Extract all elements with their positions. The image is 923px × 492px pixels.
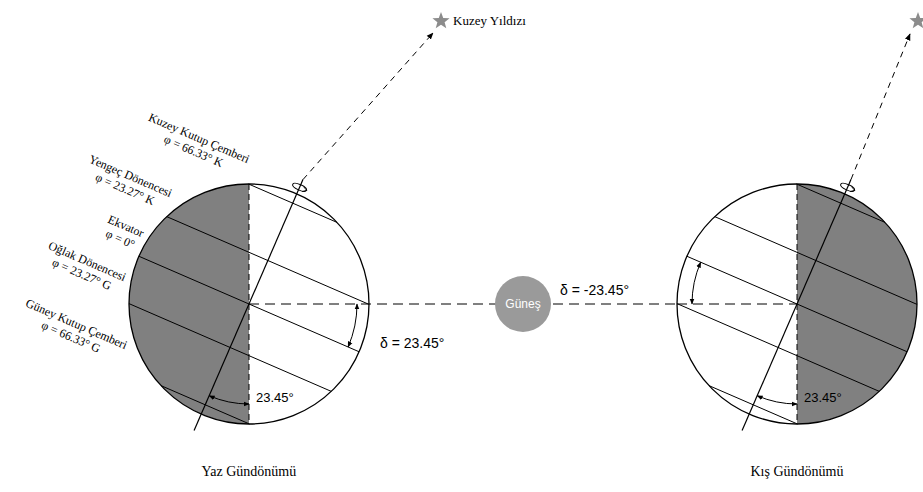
rotation-axis: [742, 180, 851, 431]
angle-label: 23.45°: [256, 390, 294, 405]
angle-label: δ = -23.45°: [560, 282, 629, 298]
sun-ray: [249, 304, 369, 305]
angle-label: 23.45°: [804, 390, 842, 405]
angle-arc: [348, 304, 357, 347]
rotation-axis: [194, 180, 303, 431]
angle-label: δ = -23.45°: [560, 282, 629, 298]
sun-fill: [495, 276, 551, 332]
rotation-arrow: [302, 187, 307, 192]
angle-label: δ = 23.45°: [380, 335, 444, 351]
rotation-arrow: [850, 187, 855, 192]
latitude-label: Oğlak Dönencesiφ = 23.27° G: [41, 238, 128, 297]
rotation-marker: [292, 182, 308, 193]
star-name: Kuzey Yıldızı: [453, 13, 526, 29]
angle-label: δ = 23.45°: [380, 335, 444, 351]
solstice-caption: Yaz Gündönümü: [202, 464, 297, 480]
latitude-label: Ekvatorφ = 0°: [100, 212, 146, 253]
latitude-label: Kuzey Kutup Çemberiφ = 66.33° K: [141, 110, 252, 179]
angle-label: 23.45°: [256, 390, 294, 405]
earth-night-half: [129, 184, 249, 424]
earth-night-half: [797, 184, 917, 424]
angle-label: 23.45°: [804, 390, 842, 405]
sun-ray: [677, 304, 797, 305]
polaris-direction: [851, 34, 910, 180]
sun-label: Güneş: [505, 297, 540, 311]
sun-circle: Güneş: [495, 276, 551, 332]
rotation-marker: [840, 182, 856, 193]
polaris-star: [432, 12, 449, 28]
star-name: Kuzey Yıldızı: [453, 13, 526, 29]
angle-arc: [692, 262, 701, 304]
angle-arc: [209, 396, 249, 404]
solstice-caption: Yaz Gündönümü: [202, 464, 297, 480]
latitude-label: Yengeç Dönencesiφ = 23.27° K: [81, 152, 174, 213]
solstice-caption: Kış Gündönümü: [751, 464, 844, 480]
polaris-direction: [303, 33, 433, 180]
solstice-caption: Kış Gündönümü: [751, 464, 844, 480]
polaris-star: [909, 12, 923, 28]
latitude-label: Güney Kutup Çemberiφ = 66.33° G: [18, 296, 129, 365]
angle-arc: [757, 396, 797, 404]
